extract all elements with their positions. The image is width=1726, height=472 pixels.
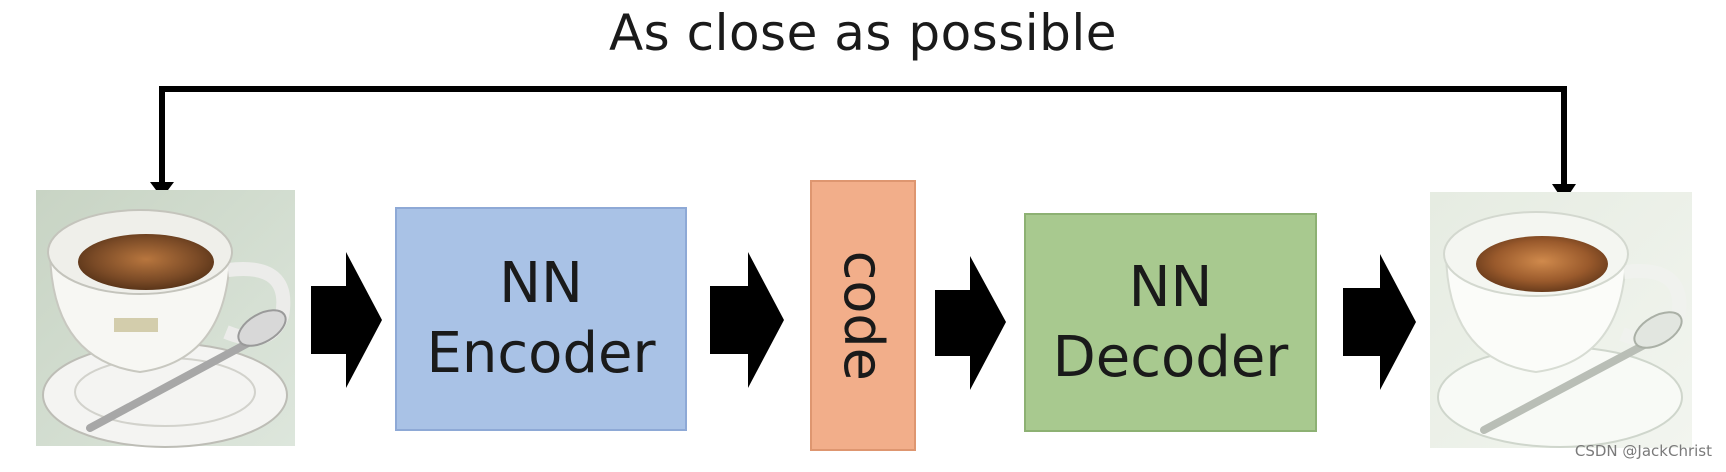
encoder-label-line1: NN <box>499 249 583 319</box>
decoder-label-line1: NN <box>1129 253 1213 323</box>
arrow-decoder-to-output-icon <box>1343 254 1416 390</box>
watermark: CSDN @JackChrist <box>1575 442 1712 460</box>
input-image <box>36 190 295 447</box>
arrow-input-to-encoder-icon <box>311 252 382 388</box>
encoder-label-line2: Encoder <box>427 319 656 389</box>
arrow-encoder-to-code-icon <box>710 252 784 388</box>
code-label: code <box>829 250 897 380</box>
arrow-code-to-decoder-icon <box>935 256 1006 390</box>
decoder-label-line2: Decoder <box>1053 323 1289 393</box>
nn-encoder-box: NN Encoder <box>395 207 687 431</box>
output-image <box>1430 192 1692 448</box>
nn-decoder-box: NN Decoder <box>1024 213 1317 432</box>
code-box: code <box>810 180 916 451</box>
